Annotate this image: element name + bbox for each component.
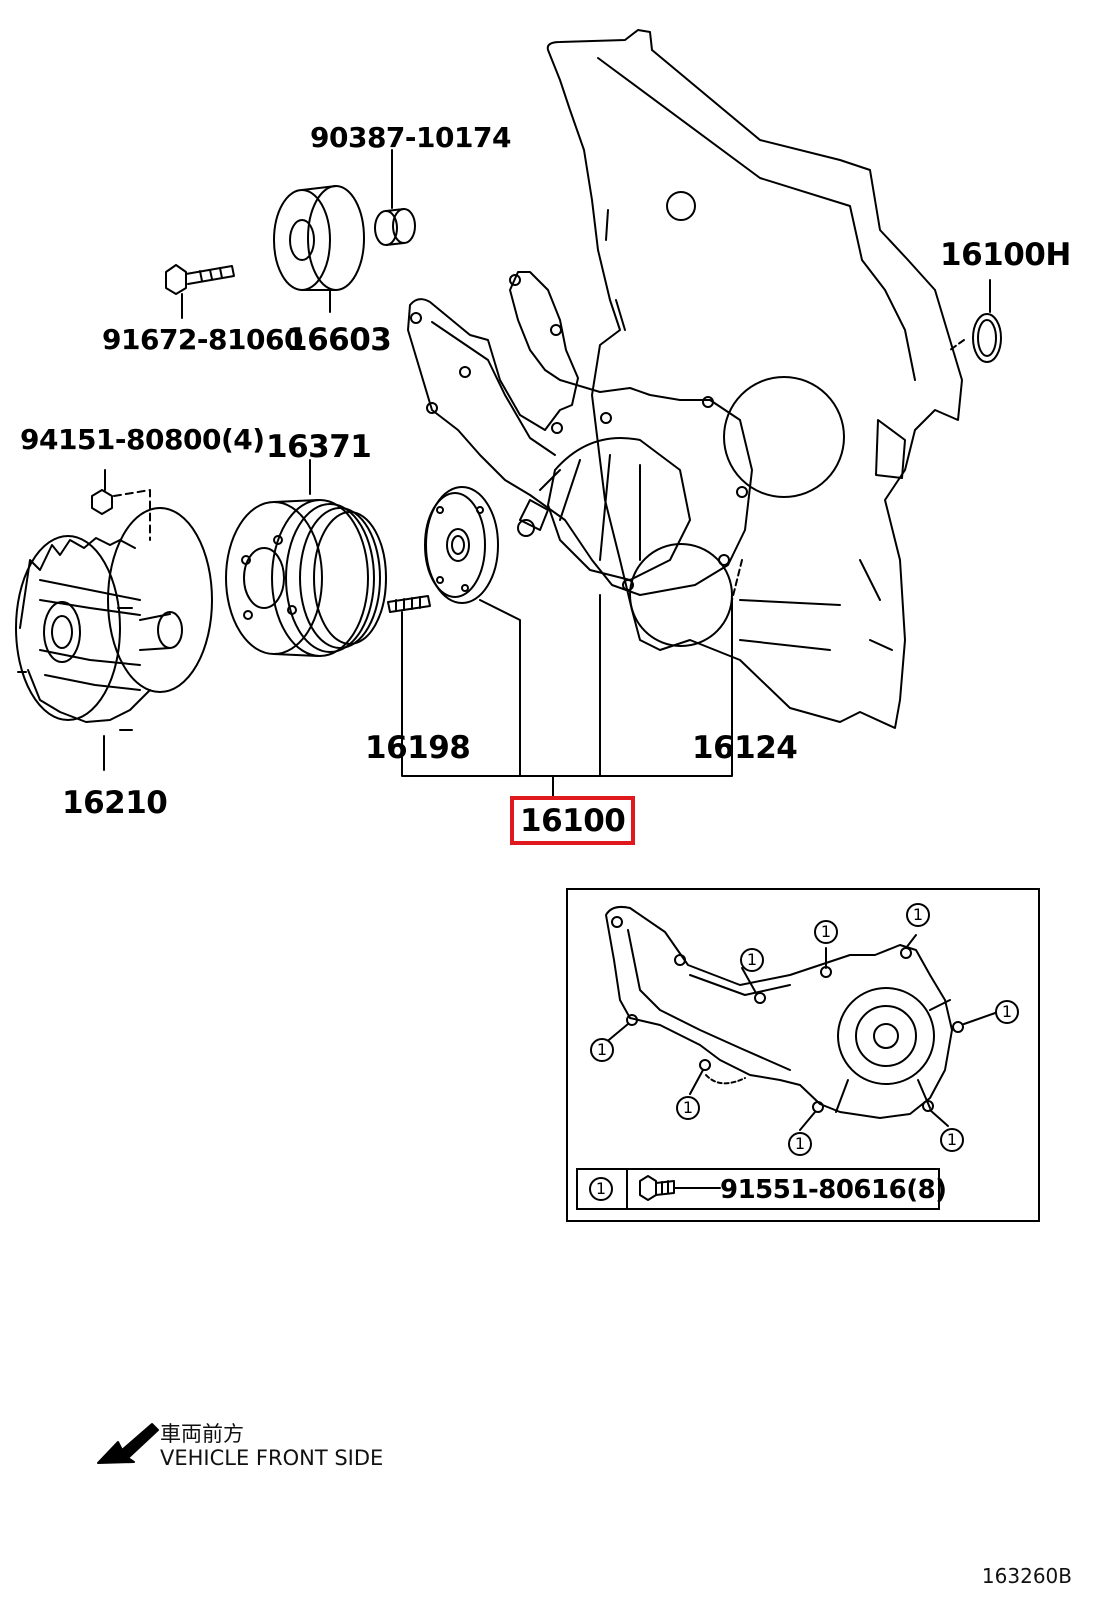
fastener-legend: 1 91551-80616(8): [576, 1168, 947, 1210]
figure-id: 163260B: [981, 1564, 1072, 1588]
detail-inset-box: [566, 888, 1040, 1222]
pump-flange: [424, 486, 499, 604]
nut-94151: [91, 489, 113, 515]
vehicle-front-arrow-icon: [97, 1423, 159, 1464]
label-16124: 16124: [692, 730, 798, 766]
water-pump-assembly: [407, 271, 753, 596]
bolt-91672: [165, 264, 235, 295]
label-16603: 16603: [286, 322, 392, 358]
label-16210: 16210: [62, 785, 168, 821]
fluid-coupling: [15, 507, 213, 731]
label-16100-highlighted[interactable]: 16100: [510, 796, 636, 845]
label-94151-80800: 94151-80800(4): [20, 423, 265, 456]
label-90387-10174: 90387-10174: [310, 121, 511, 154]
callout-1: 1: [940, 1128, 964, 1152]
callout-1: 1: [995, 1000, 1019, 1024]
callout-1: 1: [906, 903, 930, 927]
fan-pulley: [225, 499, 387, 657]
legend-callout-1: 1: [589, 1177, 613, 1201]
callout-1: 1: [676, 1096, 700, 1120]
timing-cover: [546, 29, 963, 729]
callout-1: 1: [740, 948, 764, 972]
callout-1: 1: [590, 1038, 614, 1062]
label-16198: 16198: [365, 730, 471, 766]
label-16100h: 16100H: [940, 237, 1071, 273]
idler-pulley: [273, 185, 365, 291]
legend-bolt: [639, 1175, 721, 1201]
leader-lines: [103, 149, 991, 797]
label-91672-81060: 91672-81060: [102, 323, 303, 356]
legend-divider: [626, 1170, 628, 1208]
label-16371: 16371: [266, 429, 372, 465]
stud: [387, 595, 431, 613]
collar-90387: [374, 208, 416, 246]
vehicle-front-japanese: 車両前方: [160, 1422, 244, 1446]
legend-part-91551-80616: 91551-80616(8): [720, 1175, 947, 1205]
callout-1: 1: [814, 920, 838, 944]
callout-1: 1: [788, 1132, 812, 1156]
inset-gasket-drawing: [603, 905, 999, 1131]
oring-16100h: [972, 313, 1002, 363]
vehicle-front-english: VEHICLE FRONT SIDE: [160, 1446, 384, 1470]
